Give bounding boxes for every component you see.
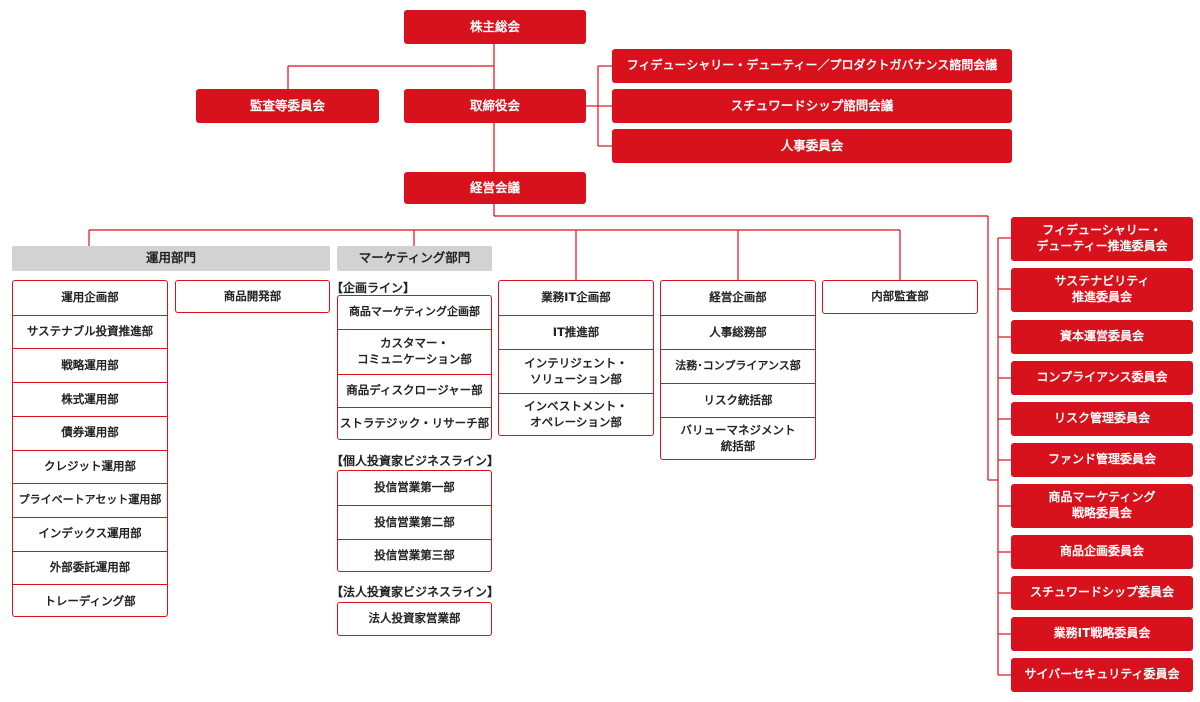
department-item: サステナブル投資推進部 [13,314,167,349]
committee-box: 資本運営委員会 [1011,320,1193,354]
department-item: カスタマー・ コミュニケーション部 [338,329,491,374]
it-departments-group: 業務IT企画部 IT推進部 インテリジェント・ ソリューション部 インベストメン… [498,280,654,436]
department-item: ストラテジック・リサーチ部 [338,407,491,440]
investment-division-header: 運用部門 [12,246,330,271]
management-meeting-box: 経営会議 [404,172,586,204]
retail-line-label: 【個人投資家ビジネスライン】 [331,454,500,468]
department-item: 経営企画部 [709,290,767,305]
department-item: インデックス運用部 [13,516,167,551]
department-item: トレーディング部 [13,584,167,618]
committee-box: 業務IT戦略委員会 [1011,617,1193,651]
audit-committee-box: 監査等委員会 [196,89,379,123]
committee-box: リスク管理委員会 [1011,402,1193,436]
board-committee-hr: 人事委員会 [612,129,1012,163]
marketing-division-header: マーケティング部門 [337,246,492,271]
department-item: 業務IT企画部 [541,290,611,305]
department-item: 運用企画部 [61,290,119,305]
department-item: バリューマネジメント 統括部 [661,417,815,460]
committee-box: ファンド管理委員会 [1011,443,1193,477]
committee-box: 商品マーケティング 戦略委員会 [1011,484,1193,528]
department-item: 人事総務部 [661,315,815,349]
department-item: 外部委託運用部 [13,550,167,585]
planning-line-label: 【企画ライン】 [331,281,416,295]
department-item: 戦略運用部 [13,348,167,382]
committee-box: フィデューシャリー・ デューティー推進委員会 [1011,217,1193,261]
internal-audit-dept: 内部監査部 [871,289,929,304]
product-development-group: 商品開発部 [175,280,330,313]
department-item: 法務･コンプライアンス部 [661,349,815,383]
department-item: プライベートアセット運用部 [13,483,167,517]
department-item: 投信営業第二部 [338,505,491,539]
planning-line-group: 商品マーケティング企画部 カスタマー・ コミュニケーション部 商品ディスクロージ… [337,295,492,440]
department-item: 債券運用部 [13,415,167,450]
department-item: 投信営業第一部 [374,480,455,495]
internal-audit-group: 内部監査部 [822,280,978,314]
corporate-departments-group: 経営企画部 人事総務部 法務･コンプライアンス部 リスク統括部 バリューマネジメ… [660,280,816,460]
department-item: 法人投資家営業部 [368,611,461,626]
department-item: リスク統括部 [661,383,815,417]
department-item: 商品ディスクロージャー部 [338,374,491,407]
institutional-line-label: 【法人投資家ビジネスライン】 [331,585,500,599]
committee-box: 商品企画委員会 [1011,535,1193,569]
department-item: インテリジェント・ ソリューション部 [499,349,653,393]
shareholders-meeting-box: 株主総会 [404,10,586,44]
department-item: IT推進部 [499,315,653,349]
committee-box: コンプライアンス委員会 [1011,361,1193,395]
committee-box: スチュワードシップ委員会 [1011,576,1193,610]
department-item: 投信営業第三部 [338,539,491,572]
department-item: インベストメント・ オペレーション部 [499,393,653,436]
institutional-line-group: 法人投資家営業部 [337,602,492,636]
board-of-directors-box: 取締役会 [404,89,586,123]
department-item: 株式運用部 [13,382,167,416]
product-development-dept: 商品開発部 [223,288,282,303]
board-committee-stewardship: スチュワードシップ諮問会議 [612,89,1012,123]
board-committee-fd-pg: フィデューシャリー・デューティー／プロダクトガバナンス諮問会議 [612,49,1012,83]
investment-departments-group: 運用企画部 サステナブル投資推進部 戦略運用部 株式運用部 債券運用部 クレジッ… [12,280,168,617]
committee-box: サステナビリティ 推進委員会 [1011,268,1193,312]
retail-line-group: 投信営業第一部 投信営業第二部 投信営業第三部 [337,470,492,572]
department-item: クレジット運用部 [13,449,167,484]
committee-box: サイバーセキュリティ委員会 [1011,658,1193,692]
department-item: 商品マーケティング企画部 [348,305,481,319]
